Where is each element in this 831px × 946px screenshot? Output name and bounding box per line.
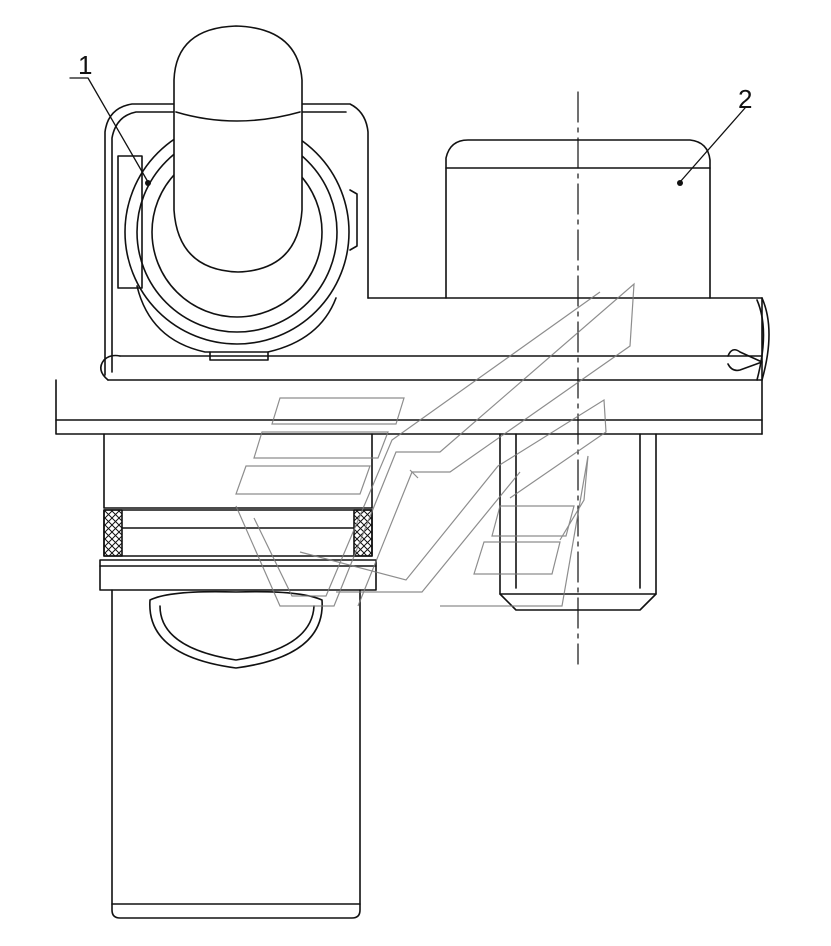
watermark-logo bbox=[235, 282, 635, 607]
callout-2: 2 bbox=[738, 84, 752, 114]
horizontal-rod bbox=[100, 297, 770, 381]
vertical-pin bbox=[173, 25, 303, 273]
callout-1-dot bbox=[145, 180, 151, 186]
callout-1: 1 bbox=[78, 50, 92, 80]
crossbar bbox=[55, 297, 763, 435]
callout-2-dot bbox=[677, 180, 683, 186]
leader-lines bbox=[69, 77, 746, 183]
lower-body bbox=[99, 433, 377, 919]
